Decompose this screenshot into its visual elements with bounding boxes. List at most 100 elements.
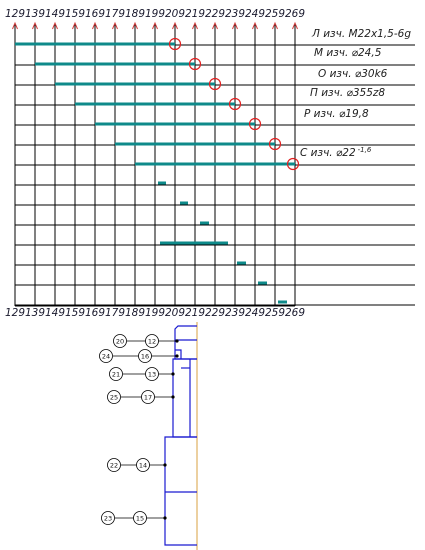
surface-label-text: О изч. ⌀30k6 (318, 68, 388, 80)
leader-dot (175, 339, 179, 343)
top-tick-label: 139 (25, 8, 45, 20)
top-tick-label: 209 (165, 8, 185, 20)
surface-labels: Л изч. М22x1,5-6g М изч. ⌀24,5 О изч. ⌀30k… (300, 28, 411, 159)
intersection-markers (168, 37, 300, 171)
top-tick-label: 179 (105, 8, 125, 20)
surface-label: С изч. ⌀22-1,6 (300, 146, 372, 159)
balloon-left-number: 23 (104, 514, 112, 522)
top-tick-label: 259 (265, 8, 285, 20)
balloon-left-circle (101, 511, 115, 525)
arrow-icon (172, 21, 178, 30)
part-edge (172, 358, 197, 438)
leader-dot (171, 372, 175, 376)
surface-label: Л изч. М22x1,5-6g (311, 28, 411, 40)
surface-label-text: М изч. ⌀24,5 (314, 47, 382, 59)
callout-balloon: 23 15 (101, 511, 167, 525)
bottom-tick-label: 209 (165, 307, 185, 319)
surface-label-text: С изч. ⌀22 (300, 147, 356, 159)
balloon-right-number: 12 (148, 337, 156, 345)
balloon-left-number: 22 (110, 461, 118, 469)
top-tick-label: 189 (125, 8, 145, 20)
part-edge (164, 436, 197, 546)
balloon-right-circle (136, 458, 150, 472)
balloon-left-circle (99, 349, 113, 363)
bottom-tick-label: 189 (125, 307, 145, 319)
arrow-icon (212, 21, 218, 30)
part-edge (174, 325, 197, 360)
bottom-tick-label: 239 (225, 307, 245, 319)
arrow-icon (112, 21, 118, 30)
arrow-icon (292, 21, 298, 30)
bottom-tick-label: 269 (285, 307, 305, 319)
marker-circle (208, 77, 222, 91)
marker-circle (248, 117, 262, 131)
bottom-tick-label: 199 (145, 307, 165, 319)
top-tick-label: 249 (245, 8, 265, 20)
surface-label-superscript: -1,6 (358, 146, 372, 154)
top-tick-label: 229 (205, 8, 225, 20)
arrow-icon (52, 21, 58, 30)
balloon-left-circle (109, 367, 123, 381)
marker-circle (188, 57, 202, 71)
part-outline (164, 322, 198, 550)
bottom-tick-label: 139 (25, 307, 45, 319)
marker-circle (286, 157, 300, 171)
arrow-icon (92, 21, 98, 30)
arrow-icon (232, 21, 238, 30)
callout-balloon: 25 17 (107, 390, 175, 404)
top-tick-label: 219 (185, 8, 205, 20)
callout-balloon: 22 14 (107, 458, 167, 472)
marker-circle (168, 37, 182, 51)
top-tick-label: 149 (45, 8, 65, 20)
balloon-right-number: 14 (139, 461, 147, 469)
top-tick-label: 269 (285, 8, 305, 20)
balloon-left-number: 21 (112, 370, 120, 378)
top-tick-label: 169 (85, 8, 105, 20)
arrow-icon (72, 21, 78, 30)
balloon-right-circle (138, 349, 152, 363)
marker-circle (228, 97, 242, 111)
top-tick-label: 199 (145, 8, 165, 20)
bottom-tick-label: 169 (85, 307, 105, 319)
surface-label-text: Р изч. ⌀19,8 (304, 108, 369, 120)
balloon-right-number: 13 (148, 370, 156, 378)
balloon-left-circle (107, 458, 121, 472)
leader-dot (163, 516, 167, 520)
leader-dot (175, 354, 179, 358)
top-tick-label: 239 (225, 8, 245, 20)
leader-dot (171, 395, 175, 399)
bottom-tick-label: 179 (105, 307, 125, 319)
surface-label: М изч. ⌀24,5 (314, 47, 382, 59)
dimension-bars (15, 42, 295, 304)
callout-balloon: 21 13 (109, 367, 175, 381)
arrow-icon (192, 21, 198, 30)
marker-circle (268, 137, 282, 151)
part-edge (175, 349, 182, 359)
balloon-right-circle (133, 511, 147, 525)
arrow-icon (12, 21, 18, 30)
balloon-left-number: 25 (110, 393, 118, 401)
balloon-right-number: 16 (141, 352, 149, 360)
bottom-tick-label: 149 (45, 307, 65, 319)
arrow-icon (132, 21, 138, 30)
balloon-right-number: 17 (144, 393, 152, 401)
balloon-left-number: 20 (116, 337, 124, 345)
bottom-tick-label: 129 (5, 307, 25, 319)
arrow-icon (252, 21, 258, 30)
bottom-tick-label: 159 (65, 307, 85, 319)
balloon-right-number: 15 (136, 514, 144, 522)
bottom-tick-label: 229 (205, 307, 225, 319)
surface-label: П изч. ⌀355z8 (310, 87, 385, 99)
surface-label: О изч. ⌀30k6 (318, 68, 388, 80)
balloon-right-circle (145, 367, 159, 381)
surface-label-text: П изч. ⌀355z8 (310, 87, 385, 99)
top-tick-label: 129 (5, 8, 25, 20)
balloon-left-circle (107, 390, 121, 404)
surface-label-text: Л изч. М22x1,5-6g (311, 28, 411, 40)
leader-dot (163, 463, 167, 467)
top-tick-label: 159 (65, 8, 85, 20)
